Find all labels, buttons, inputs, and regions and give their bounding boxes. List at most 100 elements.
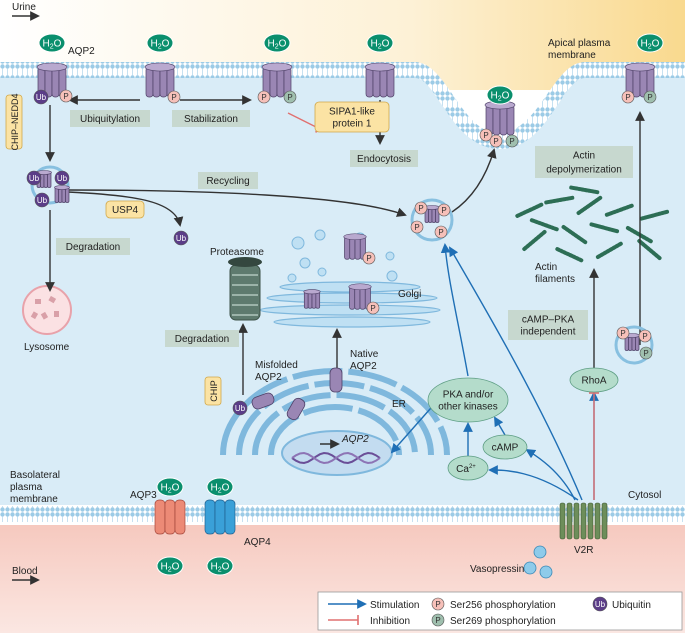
golgi-cisterna-4 (273, 316, 431, 328)
endocytosis-box (350, 150, 418, 167)
sipa1-line-2: protein 1 (333, 119, 372, 130)
p-badge-rec-4-label: P (438, 228, 443, 237)
golgi-vesicle-7 (386, 270, 398, 282)
er-arc-1 (268, 404, 402, 456)
aqp2-endocytic-subunit-3 (379, 66, 388, 98)
ub-badge-apical (33, 89, 49, 105)
actin-filament-5 (576, 194, 604, 216)
water-apical-4-label: H2O (371, 39, 390, 51)
p-badge-right-1-label: P (625, 93, 630, 102)
native-label-line-1: Native (350, 349, 379, 360)
p-badge-apical-1 (59, 89, 73, 103)
aqp2-apical-dip (484, 100, 516, 136)
water-basolateral-3: H2O (156, 556, 184, 576)
apical-membrane-label-line-2: membrane (548, 50, 596, 61)
p-badge-rec-3 (410, 220, 424, 234)
apical-membrane-label-line-1: Apical plasma (548, 38, 611, 49)
pka-line-1: PKA and/or (443, 390, 494, 401)
aqp2-stabilized-subunit-3 (276, 66, 285, 98)
p-badge-golgi-2 (366, 301, 380, 315)
vesicle-cytosol-right (614, 325, 654, 365)
aqp2-ub-apical (36, 62, 68, 98)
water-apical-3-label: H2O (268, 39, 287, 51)
aqp2-endocytic-top (364, 62, 396, 72)
cytosol-label: Cytosol (628, 490, 661, 501)
legend-ser269-label: Ser269 phosphorylation (450, 616, 556, 627)
golgi-vesicle-6 (317, 267, 327, 277)
apical-membrane (0, 62, 685, 149)
sipa1-line-1: SIPA1-like (329, 107, 375, 118)
aqp3-subunit-1 (154, 499, 166, 535)
legend-stimulation-label: Stimulation (370, 600, 419, 611)
aqp2-golgi-1-subunit-2 (349, 236, 356, 260)
vasopressin-molecule-2 (523, 561, 537, 575)
p-badge-rec-1 (414, 201, 428, 215)
basolateral-membrane-label-line-3: membrane (10, 494, 58, 505)
p269-badge-apical (283, 90, 297, 104)
legend-inhibition-label: Inhibition (370, 616, 410, 627)
vasopressin-label: Vasopressin (470, 564, 524, 575)
legend-box (317, 591, 683, 631)
legend-ser256-label: Ser256 phosphorylation (450, 600, 556, 611)
water-apical-3-oval (263, 33, 291, 53)
proteasome-core (229, 264, 261, 321)
ub-badge-misfolded-label: Ub (235, 404, 246, 413)
aqp3-channel (154, 499, 186, 535)
aqp4-subunit-2 (214, 499, 226, 535)
golgi-vesicle-1 (291, 236, 305, 250)
p-badge-dip-1 (479, 128, 493, 142)
actin-filament-6 (589, 222, 621, 234)
camp-pka-independent-line-2: independent (520, 327, 575, 338)
arrow-pka-to-vesicle (440, 243, 469, 377)
p269-badge-apical-label: P (287, 93, 292, 102)
lysosome-body (22, 285, 72, 335)
p-badge-apical-1-label: P (63, 92, 68, 101)
aqp2-golgi-1 (343, 233, 367, 260)
aqp2-vesicle-right (624, 333, 640, 351)
chip-box (204, 376, 222, 406)
water-apical-5-label: H2O (491, 91, 510, 103)
p-badge-vr-1-label: P (620, 329, 625, 338)
water-apical-5-oval (486, 85, 514, 105)
aqp2-endocytic-subunit-1 (365, 66, 374, 98)
rhoa-node (569, 367, 619, 393)
misfolded-label-line-2: AQP2 (255, 372, 282, 383)
water-basolateral-2: H2O (206, 477, 234, 497)
aqp2-golgi-2 (348, 283, 372, 310)
v2r-receptor (559, 502, 608, 540)
arrow-v2r-independent (449, 246, 583, 501)
aqp2-apical-right (624, 62, 656, 98)
legend-ser256-badge (431, 597, 445, 611)
v2r-helix-4 (580, 502, 587, 540)
p-badge-rec-4 (434, 225, 448, 239)
water-basolateral-1-oval (156, 477, 184, 497)
arrow-to-apical (451, 148, 497, 213)
v2r-helix-7 (601, 502, 608, 540)
aqp2-golgi-2-subunit-3 (359, 286, 366, 310)
aqp2-apical-dip-subunit-3 (499, 104, 508, 136)
calcium-node (447, 455, 489, 481)
aqp2-endocytic-subunit-2 (372, 66, 381, 98)
vasopressin-molecule-1 (533, 545, 547, 559)
p269-badge-vr (639, 346, 653, 360)
ub-free (173, 230, 189, 246)
legend-ubiquitin-badge (592, 596, 608, 612)
golgi-vesicle-2 (314, 229, 326, 241)
ub-badge-ves-2-label: Ub (37, 196, 48, 205)
lysosome-fragment-2 (48, 295, 57, 304)
camp-node (482, 434, 528, 460)
ub-badge-ves-2 (34, 192, 50, 208)
aqp2-apical-right-top (624, 62, 656, 72)
calcium-label: Ca2+ (456, 464, 476, 475)
aqp2-golgi-1-subunit-1 (344, 236, 351, 260)
aqp2-ub-apical-top (36, 62, 68, 72)
lysosome-fragment-4 (54, 311, 59, 317)
arrow-v2r-to-ca (488, 465, 579, 501)
water-apical-6-label: H2O (641, 39, 660, 51)
aqp2-golgi-1-subunit-3 (354, 236, 361, 260)
p-badge-apical-2 (167, 90, 181, 104)
aqp2-golgi-2-subunit-2 (354, 286, 361, 310)
